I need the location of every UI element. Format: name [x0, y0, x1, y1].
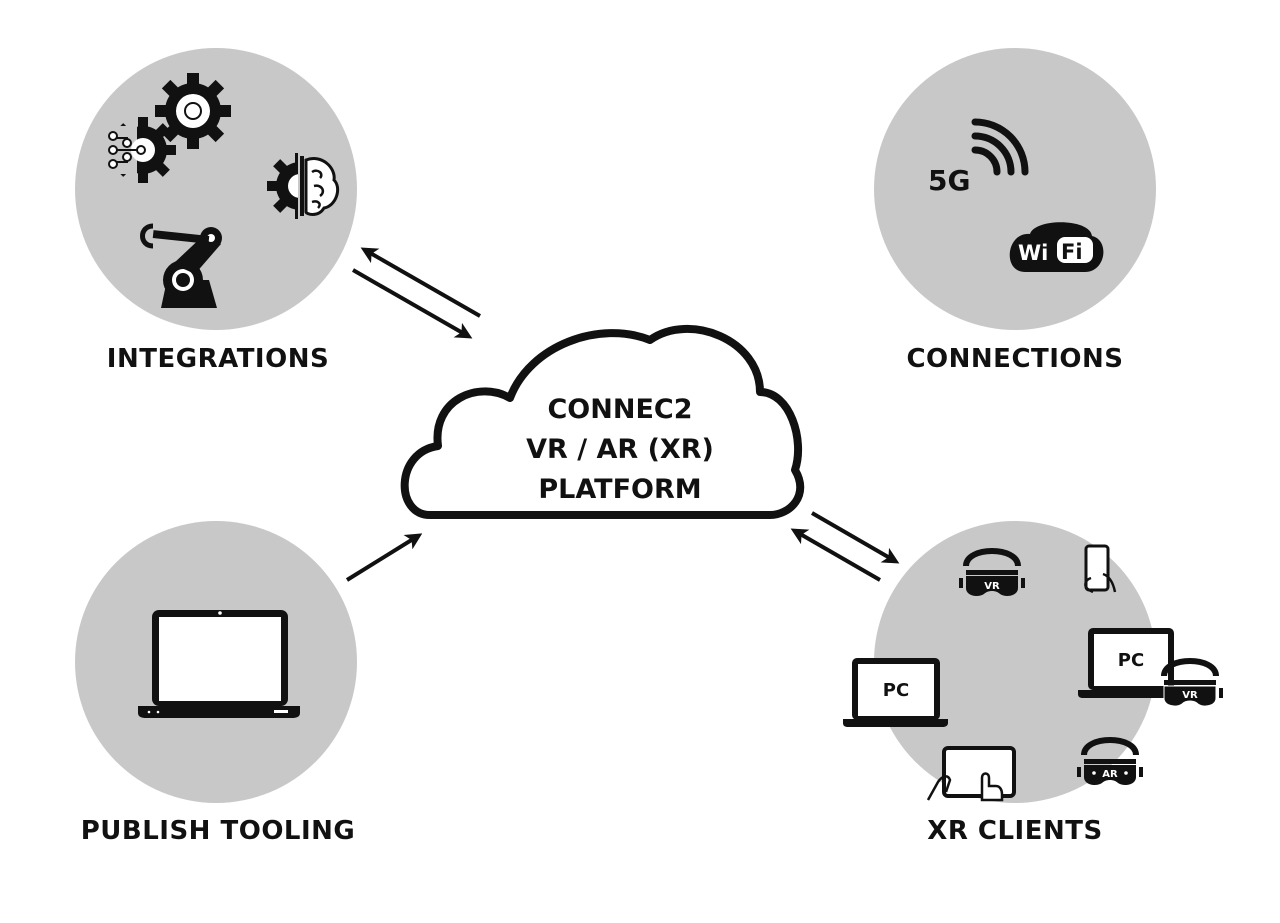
- platform-title: CONNEC2 VR / AR (XR) PLATFORM: [526, 390, 714, 510]
- platform-line-1: CONNEC2: [547, 394, 693, 425]
- arrow-platform-to-integrations: [360, 247, 481, 318]
- robot-arm-icon: [140, 223, 222, 308]
- gear-circuit-icon: [107, 117, 176, 183]
- laptop-pc-icon: PC: [843, 658, 948, 727]
- pc-text: PC: [883, 680, 909, 701]
- vr-text: VR: [984, 581, 1000, 592]
- gear-icon: [155, 73, 231, 149]
- integrations-label: INTEGRATIONS: [106, 344, 330, 374]
- platform-line-2: VR / AR (XR): [526, 434, 714, 465]
- 5g-text: 5G: [928, 164, 970, 197]
- smartphone-hand-icon: [1084, 544, 1117, 594]
- publish-tooling-label: PUBLISH TOOLING: [80, 816, 356, 846]
- vr-headset-icon: VR: [959, 548, 1025, 596]
- connections-label: CONNECTIONS: [906, 344, 1124, 374]
- pc-vr-text: PC: [1118, 650, 1144, 671]
- arrow-integrations-to-platform: [352, 268, 473, 339]
- laptop-pc-vr-icon: PC VR: [1078, 628, 1223, 707]
- arrow-platform-to-xr-clients: [810, 511, 900, 564]
- laptop-icon: [138, 610, 300, 718]
- xr-clients-label: XR CLIENTS: [927, 816, 1103, 846]
- 5g-signal-icon: 5G: [928, 118, 1029, 197]
- wifi-right-text: Fi: [1061, 240, 1083, 264]
- arrow-xr-clients-to-platform: [790, 528, 881, 582]
- vr2-text: VR: [1182, 690, 1198, 701]
- platform-line-3: PLATFORM: [538, 474, 702, 505]
- ar-headset-icon: AR: [1077, 737, 1143, 785]
- ar-text: AR: [1102, 769, 1118, 780]
- arrow-publish-to-platform: [345, 533, 423, 582]
- platform-cloud-icon: [400, 324, 805, 519]
- tablet-touch-icon: [926, 746, 1016, 802]
- wifi-left-text: Wi: [1018, 241, 1048, 265]
- connections-circle: [874, 48, 1156, 330]
- gear-brain-icon: [267, 150, 340, 222]
- wifi-icon: Wi Fi: [1009, 222, 1104, 272]
